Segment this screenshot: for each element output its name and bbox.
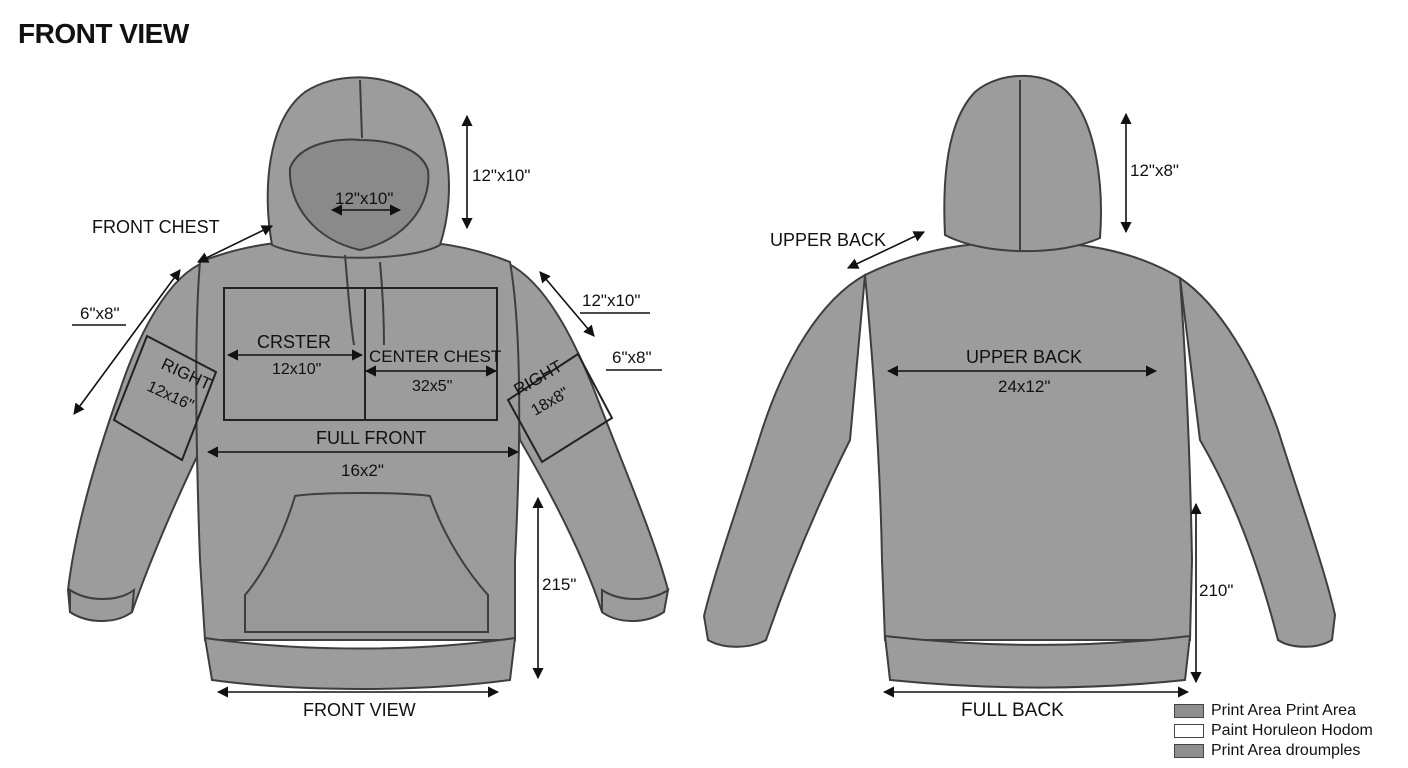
center-chest-title: CENTER CHEST bbox=[369, 347, 501, 366]
front-pocket bbox=[244, 492, 489, 633]
front-left-cuff bbox=[69, 587, 136, 622]
legend-item: Print Area Print Area bbox=[1174, 701, 1373, 721]
left-sleeve-dim-label: 6"x8" bbox=[80, 304, 119, 323]
front-hood-inner-label: 12"x10" bbox=[335, 189, 393, 208]
front-hood-opening bbox=[288, 138, 430, 252]
legend-swatch-empty bbox=[1174, 724, 1204, 738]
back-hood bbox=[943, 74, 1102, 253]
front-chest-print-area bbox=[223, 287, 498, 421]
back-left-sleeve bbox=[702, 273, 867, 648]
back-body bbox=[863, 242, 1194, 641]
legend-label: Paint Horuleon Hodom bbox=[1211, 722, 1373, 739]
legend-label: Print Area Print Area bbox=[1211, 702, 1356, 719]
back-hood-dim-label: 12"x8" bbox=[1130, 161, 1179, 180]
right-shoulder-dim-label: 12"x10" bbox=[582, 291, 640, 310]
back-bottom-label: FULL BACK bbox=[961, 700, 1064, 721]
upper-back-arrow-label: UPPER BACK bbox=[770, 230, 886, 250]
legend: Print Area Print Area Paint Horuleon Hod… bbox=[1174, 701, 1373, 761]
legend-item: Paint Horuleon Hodom bbox=[1174, 721, 1373, 741]
page-title: FRONT VIEW bbox=[18, 18, 189, 49]
front-right-cuff bbox=[601, 587, 670, 622]
back-waistband bbox=[883, 634, 1192, 689]
front-chest-label: FRONT CHEST bbox=[92, 217, 220, 237]
left-chest-dim: 12x10" bbox=[272, 361, 321, 378]
front-length-dim: 215" bbox=[542, 575, 576, 594]
right-sleeve-print-area bbox=[506, 352, 614, 464]
center-chest-dim: 32x5" bbox=[412, 378, 452, 395]
front-hoodie bbox=[66, 76, 670, 690]
legend-label: Print Area droumples bbox=[1211, 742, 1361, 759]
full-front-dim: 16x2" bbox=[341, 461, 384, 480]
back-length-dim: 210" bbox=[1199, 581, 1233, 600]
front-waistband bbox=[203, 636, 517, 690]
upper-back-dim: 24x12" bbox=[998, 377, 1050, 396]
legend-swatch-filled bbox=[1174, 704, 1204, 718]
legend-item: Print Area droumples bbox=[1174, 741, 1373, 761]
upper-back-title: UPPER BACK bbox=[966, 347, 1082, 367]
back-hoodie bbox=[702, 74, 1337, 689]
left-chest-title: CRSTER bbox=[257, 332, 331, 352]
front-hood-dim-label: 12"x10" bbox=[472, 166, 530, 185]
back-right-sleeve bbox=[1178, 275, 1337, 648]
front-bottom-label: FRONT VIEW bbox=[303, 700, 416, 720]
right-sleeve-dim-label: 6"x8" bbox=[612, 348, 651, 367]
full-front-title: FULL FRONT bbox=[316, 428, 426, 448]
front-right-sleeve bbox=[503, 260, 670, 622]
legend-swatch-filled bbox=[1174, 744, 1204, 758]
